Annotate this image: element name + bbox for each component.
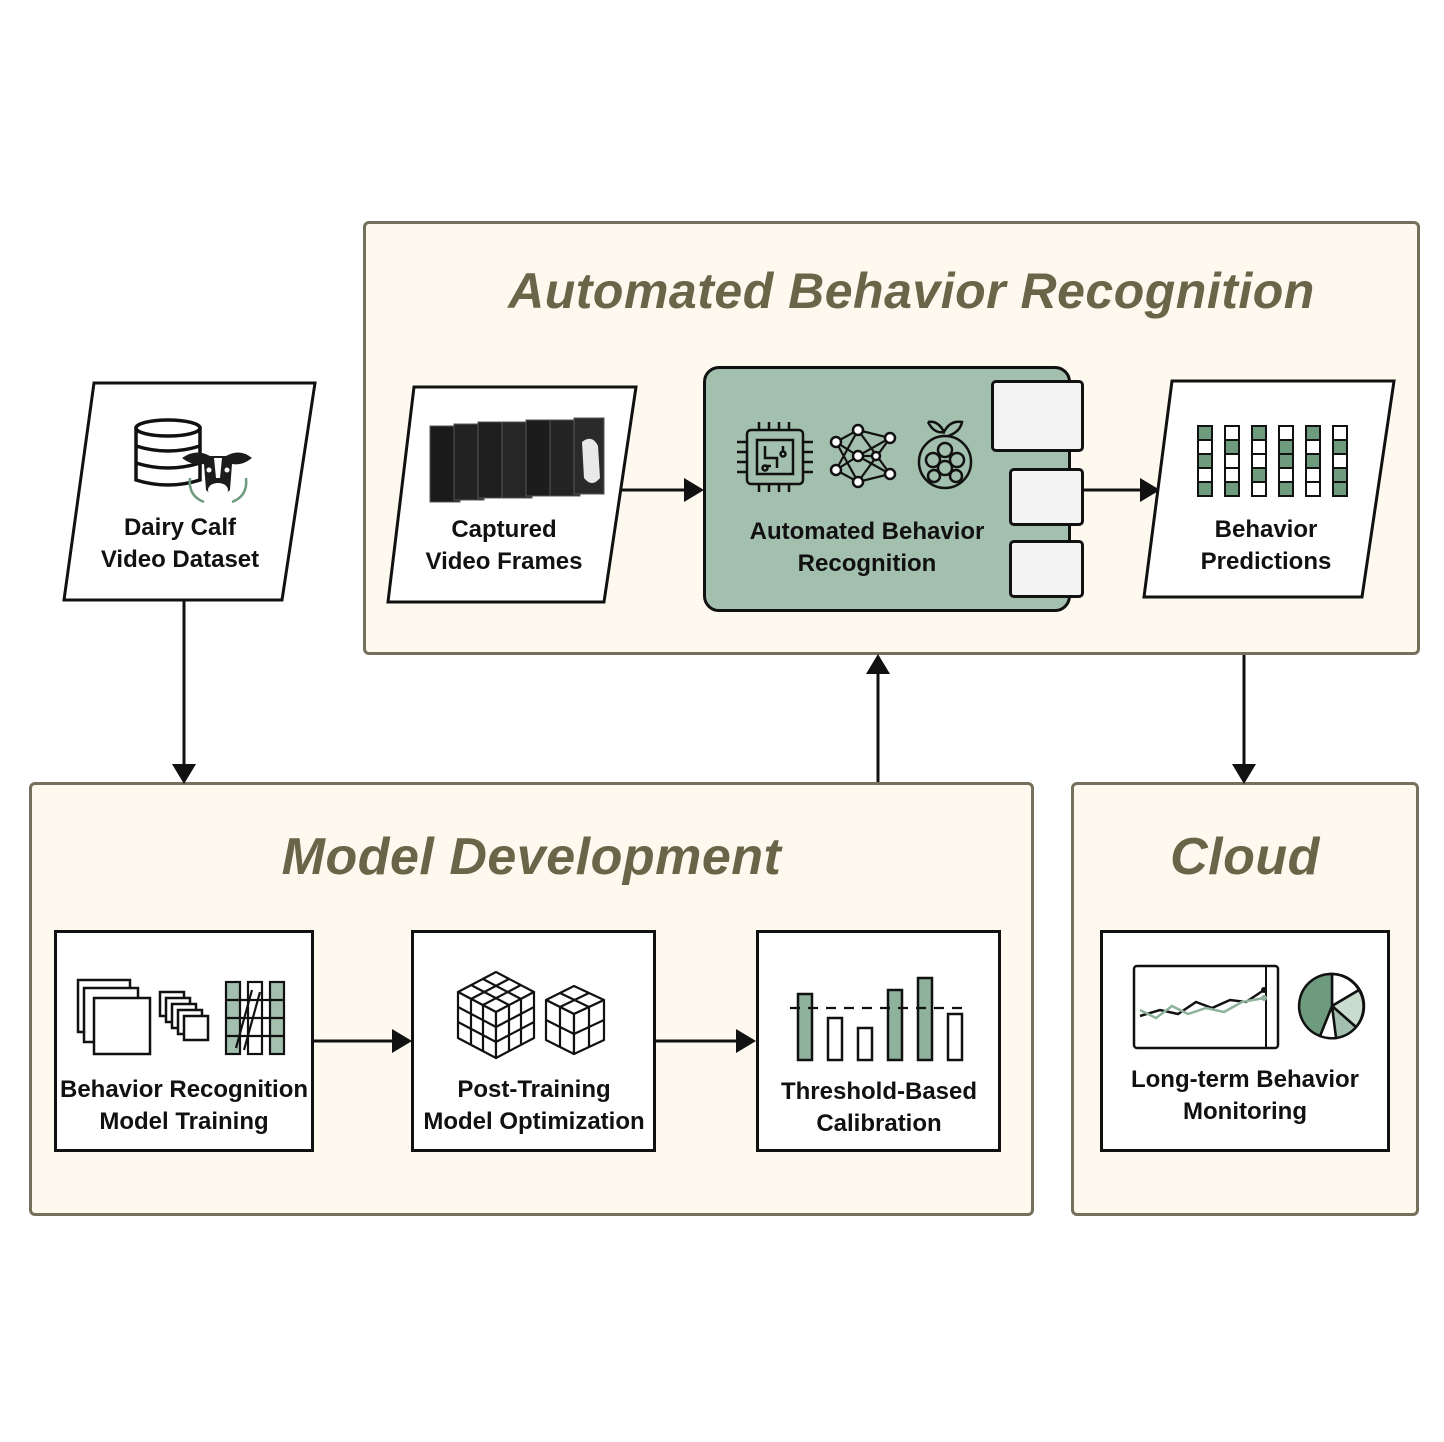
- development-panel-title: Model Development: [281, 828, 782, 886]
- prediction-cell: [1332, 439, 1348, 455]
- chip-icon: [737, 422, 813, 492]
- prediction-cell: [1197, 467, 1213, 483]
- prediction-cell: [1251, 481, 1267, 497]
- prediction-cell: [1332, 467, 1348, 483]
- prediction-cell: [1278, 453, 1294, 469]
- video-frames-icon: [429, 417, 605, 503]
- database-cow-icon: [134, 418, 252, 504]
- prediction-cell: [1224, 425, 1240, 441]
- prediction-cell: [1224, 453, 1240, 469]
- optimization-node: [411, 930, 656, 1152]
- prediction-cell: [1305, 453, 1321, 469]
- output-port-top: [991, 380, 1084, 452]
- prediction-cell: [1251, 453, 1267, 469]
- prediction-cell: [1197, 453, 1213, 469]
- prediction-cell: [1305, 481, 1321, 497]
- prediction-cell: [1224, 439, 1240, 455]
- training-label: Behavior Recognition Model Training: [59, 1076, 309, 1135]
- monitoring-label: Long-term Behavior Monitoring: [1130, 1066, 1360, 1125]
- output-port-bottom: [1009, 540, 1084, 598]
- raspberry-pi-icon: [917, 420, 973, 490]
- prediction-cell: [1332, 481, 1348, 497]
- cloud-panel-title: Cloud: [1170, 828, 1320, 886]
- recognition-panel-title: Automated Behavior Recognition: [508, 263, 1315, 319]
- prediction-cell: [1332, 425, 1348, 441]
- prediction-cell: [1251, 467, 1267, 483]
- prediction-cell: [1305, 425, 1321, 441]
- layers-icon: [76, 978, 286, 1056]
- prediction-cell: [1197, 481, 1213, 497]
- prediction-cell: [1332, 453, 1348, 469]
- prediction-cell: [1278, 439, 1294, 455]
- prediction-cell: [1278, 425, 1294, 441]
- neural-network-icon: [829, 423, 897, 489]
- prediction-cell: [1197, 425, 1213, 441]
- prediction-cell: [1251, 425, 1267, 441]
- prediction-cell: [1251, 439, 1267, 455]
- threshold-bars-icon: [790, 976, 970, 1062]
- prediction-grid-icon: [1197, 425, 1348, 497]
- calibration-label: Threshold-Based Calibration: [780, 1078, 978, 1137]
- recognizer-label: Automated Behavior Recognition: [749, 518, 985, 577]
- dataset-node-shape: [62, 381, 317, 602]
- prediction-cell: [1224, 467, 1240, 483]
- prediction-cell: [1278, 481, 1294, 497]
- dataset-label: Dairy Calf Video Dataset: [100, 514, 260, 573]
- prediction-cell: [1305, 439, 1321, 455]
- prediction-cell: [1224, 481, 1240, 497]
- dashboard-icon: [1132, 964, 1366, 1050]
- prediction-cell: [1197, 439, 1213, 455]
- prediction-cell: [1305, 467, 1321, 483]
- frames-label: Captured Video Frames: [425, 516, 583, 575]
- predictions-label: Behavior Predictions: [1200, 516, 1332, 575]
- prediction-cell: [1278, 467, 1294, 483]
- cube-icon: [456, 970, 606, 1060]
- optimization-label: Post-Training Model Optimization: [423, 1076, 645, 1135]
- output-port-middle: [1009, 468, 1084, 526]
